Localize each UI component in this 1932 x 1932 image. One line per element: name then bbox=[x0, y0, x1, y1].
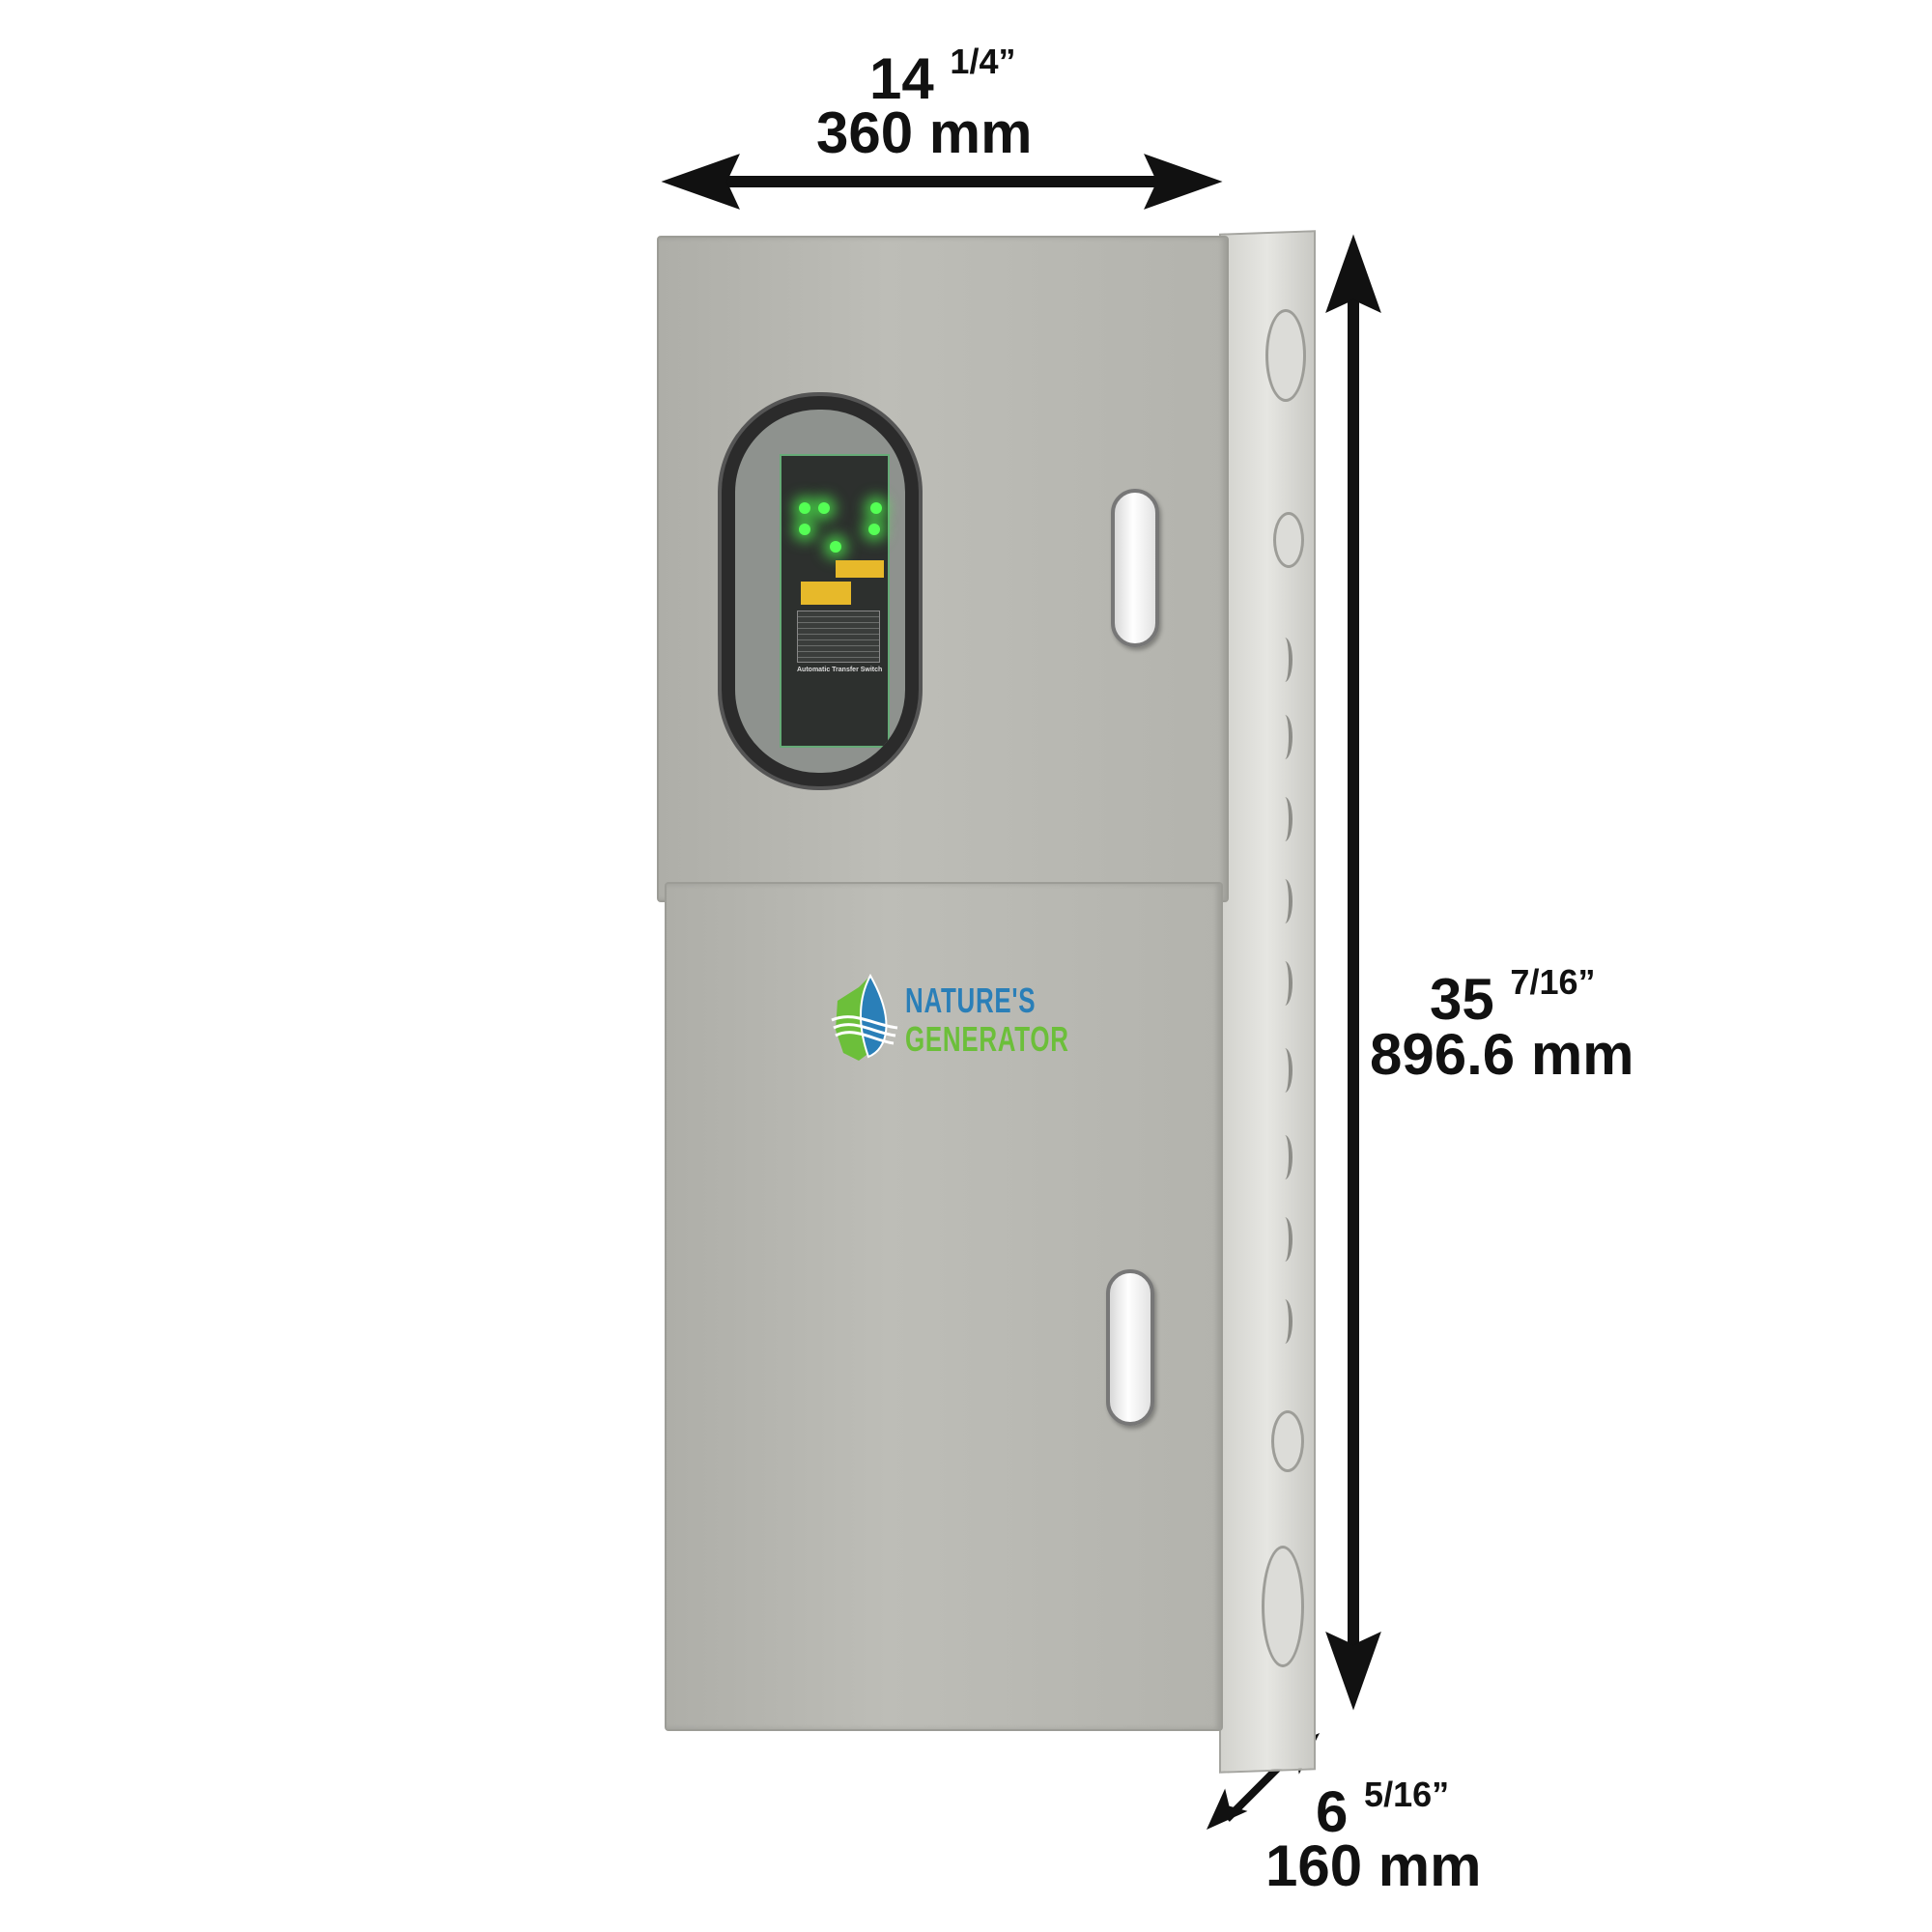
width-label: 14 1/4” bbox=[869, 44, 1015, 108]
viewing-window: Automatic Transfer Switch bbox=[722, 396, 919, 786]
lower-door-handle[interactable] bbox=[1106, 1269, 1154, 1426]
knockout bbox=[1271, 1410, 1304, 1472]
knockout bbox=[1273, 512, 1304, 568]
height-fraction: 7/16” bbox=[1510, 962, 1596, 1002]
knockout bbox=[1265, 309, 1306, 402]
control-panel: Automatic Transfer Switch bbox=[780, 454, 890, 748]
status-led bbox=[818, 502, 830, 514]
logo-line1: NATURE'S bbox=[905, 980, 1037, 1020]
width-metric: 360 mm bbox=[816, 100, 1033, 165]
fault-table bbox=[797, 611, 880, 663]
logo-line2: GENERATOR bbox=[905, 1019, 1069, 1059]
status-led bbox=[830, 541, 841, 553]
depth-label: 6 5/16” bbox=[1316, 1777, 1449, 1841]
brand-logo: NATURE'S GENERATOR bbox=[830, 972, 1068, 1068]
warning-label bbox=[836, 560, 884, 578]
status-led bbox=[799, 502, 810, 514]
status-led bbox=[868, 524, 880, 535]
depth-whole: 6 bbox=[1316, 1779, 1349, 1844]
leaf-drop-icon bbox=[831, 973, 898, 1061]
depth-fraction: 5/16” bbox=[1364, 1775, 1450, 1814]
height-metric: 896.6 mm bbox=[1370, 1022, 1634, 1087]
status-led bbox=[799, 524, 810, 535]
depth-metric: 160 mm bbox=[1265, 1833, 1482, 1898]
upper-door-handle[interactable] bbox=[1111, 489, 1159, 647]
height-whole: 35 bbox=[1430, 967, 1494, 1032]
width-whole: 14 bbox=[869, 46, 934, 111]
status-led bbox=[870, 502, 882, 514]
height-label: 35 7/16” bbox=[1430, 965, 1596, 1029]
panel-title: Automatic Transfer Switch bbox=[797, 667, 883, 673]
width-fraction: 1/4” bbox=[950, 42, 1016, 81]
warning-label bbox=[801, 582, 851, 605]
enclosure-side bbox=[1219, 230, 1316, 1774]
knockout bbox=[1262, 1546, 1304, 1667]
